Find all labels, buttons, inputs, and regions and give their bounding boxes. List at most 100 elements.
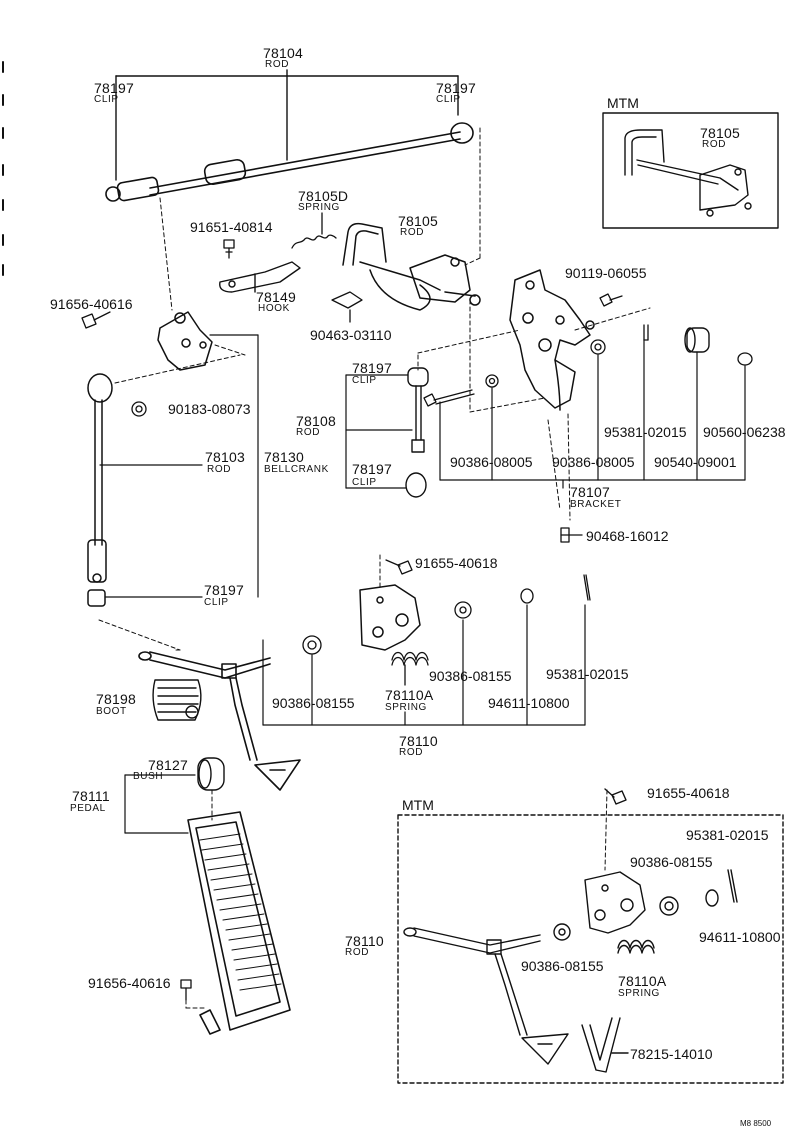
part-78110A-name: SPRING (385, 702, 427, 713)
spring-78105D (291, 212, 337, 249)
part-91656-bot-number: 91656-40616 (88, 975, 171, 991)
bracket-78107 (509, 269, 595, 411)
part-94611-a-number: 94611-10800 (488, 695, 570, 711)
part-90540-number: 90540-09001 (654, 454, 737, 470)
part-78107-name: BRACKET (570, 499, 622, 510)
bellcrank-leaders (99, 334, 259, 598)
part-78104-number: 78104 (263, 45, 303, 61)
bush-90386-d (302, 635, 322, 655)
mtm-95381-number: 95381-02015 (686, 827, 769, 843)
dashed-links-top (98, 127, 651, 1009)
part-90560-number: 90560-06238 (703, 424, 786, 440)
part-78110-number: 78110 (399, 733, 438, 749)
rod-78104 (105, 122, 474, 202)
rod-78104-leaders (115, 69, 459, 181)
part-78198-name: BOOT (96, 706, 127, 717)
washer-94611-a (520, 588, 534, 604)
part-78103-name: ROD (207, 464, 232, 475)
part-78127-number: 78127 (148, 757, 188, 773)
mtm-top-box (602, 112, 779, 229)
mtm-90386-e-number: 90386-08155 (630, 854, 713, 870)
bolt-90468 (560, 527, 583, 543)
part-78130-name: BELLCRANK (264, 464, 329, 475)
part-78111-number: 78111 (72, 788, 110, 804)
bush-90386-b (590, 339, 606, 355)
part-78127-name: BUSH (133, 771, 164, 782)
part-78130-number: 78130 (264, 449, 304, 465)
pedal-rod-78110 (138, 651, 301, 791)
part-91651-number: 91651-40814 (190, 219, 273, 235)
part-78107-number: 78107 (570, 484, 610, 500)
bolt-long-90119 (599, 293, 623, 307)
part-78105-name: ROD (400, 227, 425, 238)
bush-78127 (197, 757, 225, 791)
part-90183-number: 90183-08073 (168, 401, 251, 417)
bolt-91651 (223, 239, 235, 259)
part-78105-number: 78105 (398, 213, 438, 229)
part-78110A-number: 78110A (385, 687, 434, 703)
mtm-78110-number: 78110 (345, 933, 384, 949)
part-78197-right-number: 78197 (436, 80, 476, 96)
boot-78198 (152, 679, 202, 721)
bellcrank-78130 (157, 311, 213, 371)
pedal-78111 (187, 811, 291, 1035)
rod-78108 (405, 367, 429, 498)
mtm-78110-name: ROD (345, 947, 370, 958)
part-78149-name: HOOK (258, 303, 290, 314)
part-78105D-name: SPRING (298, 202, 340, 213)
bolt-91656-bot (180, 979, 192, 1001)
pin-95381-a (643, 324, 649, 341)
part-91656-top-number: 91656-40616 (50, 296, 133, 312)
hook-78149 (219, 261, 301, 293)
bracket-leaders (439, 339, 746, 489)
spring-78110A-a (391, 651, 429, 686)
part-78105D-number: 78105D (298, 188, 349, 204)
part-90119-number: 90119-06055 (565, 265, 647, 281)
bolt-91656-top (81, 311, 111, 329)
part-90468-number: 90468-16012 (586, 528, 669, 544)
footer-code: M8 8500 (740, 1119, 772, 1128)
part-78103-number: 78103 (205, 449, 245, 465)
bush-90540 (684, 327, 710, 353)
part-78197-left-number: 78197 (94, 80, 134, 96)
part-90386-a-number: 90386-08005 (450, 454, 533, 470)
part-90386-b-number: 90386-08005 (552, 454, 635, 470)
nut-90183 (131, 401, 147, 417)
part-78111-name: PEDAL (70, 803, 106, 814)
mtm-94611-number: 94611-10800 (699, 929, 781, 945)
bolt-90386-long (423, 389, 475, 407)
part-91655-a-number: 91655-40618 (415, 555, 498, 571)
part-90463-number: 90463-03110 (310, 327, 392, 343)
part-78197-m2-name: CLIP (352, 477, 377, 488)
part-78197-m1-number: 78197 (352, 360, 392, 376)
part-78104-name: ROD (265, 59, 290, 70)
part-90386-d-number: 90386-08155 (272, 695, 355, 711)
part-78197-b-number: 78197 (204, 582, 244, 598)
part-95381-b-number: 95381-02015 (546, 666, 629, 682)
part-78110-name: ROD (399, 747, 424, 758)
clip-90463 (331, 291, 363, 323)
part-78108-name: ROD (296, 427, 321, 438)
part-78197-b-name: CLIP (204, 597, 229, 608)
mtm-top-78105-number: 78105 (700, 125, 740, 141)
mtm-bottom-title: MTM (402, 797, 434, 813)
mtm-78110A-number: 78110A (618, 973, 667, 989)
rod-78105-assembly (342, 222, 481, 311)
mtm-78110A-name: SPRING (618, 988, 660, 999)
mtm-bottom-box (397, 788, 784, 1084)
bracket-plate-a (359, 584, 421, 651)
rod-78103 (87, 373, 113, 607)
bolt-91655-a (385, 559, 413, 575)
bush-90386-c (454, 601, 472, 619)
mtm-top-78105-name: ROD (702, 139, 727, 150)
part-78149-number: 78149 (256, 289, 296, 305)
mtm-78215-number: 78215-14010 (630, 1046, 713, 1062)
part-90386-c-number: 90386-08155 (429, 668, 512, 684)
mtm-91655-number: 91655-40618 (647, 785, 730, 801)
pin-95381-b (583, 574, 591, 601)
part-78108-number: 78108 (296, 413, 336, 429)
pedal-leaders (124, 774, 196, 834)
pedal-rod-leaders (262, 604, 586, 726)
